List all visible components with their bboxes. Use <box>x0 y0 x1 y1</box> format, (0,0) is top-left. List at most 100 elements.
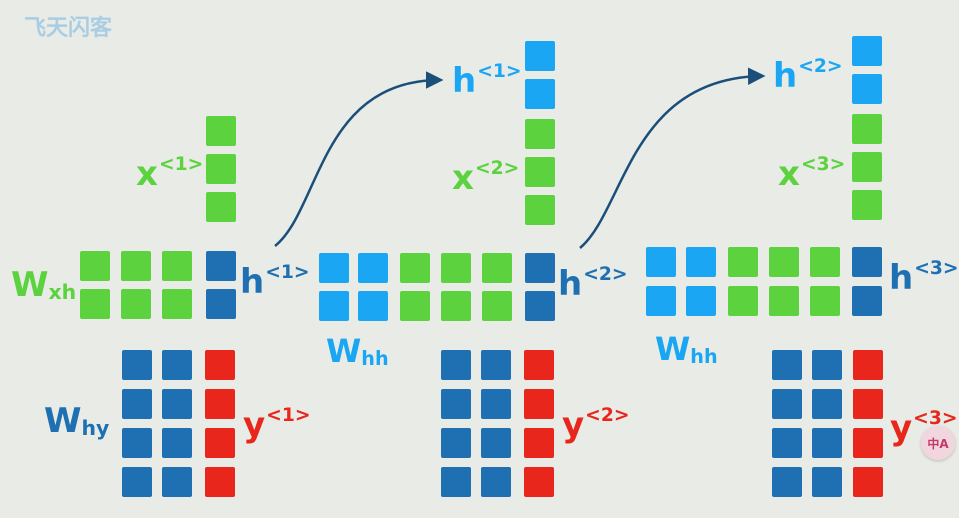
x3-cell <box>852 114 882 144</box>
x3-label: x<3> <box>778 154 846 191</box>
whh-label-sub: hh <box>361 346 389 370</box>
x2-cell <box>525 195 555 225</box>
h1-top-label-sup: <1> <box>477 61 522 82</box>
why-cell <box>162 389 192 419</box>
x1-label-main: x <box>136 153 158 194</box>
y2-cell <box>524 428 554 458</box>
y3-cell <box>853 350 883 380</box>
translate-icon[interactable]: 中A <box>921 426 955 460</box>
h3-right-label-main: h <box>889 257 914 298</box>
why-cell <box>162 467 192 497</box>
y2-cell <box>524 389 554 419</box>
h1-cell <box>206 289 236 319</box>
wxh-label-main: W <box>11 265 49 305</box>
wxh-label: Wxh <box>11 268 76 302</box>
wxh-cell <box>769 247 799 277</box>
h1-top-label-main: h <box>452 60 477 101</box>
y2-label-main: y <box>562 404 585 445</box>
watermark: 飞天闪客 <box>24 16 113 41</box>
h2-cell <box>525 291 555 321</box>
why-cell <box>122 389 152 419</box>
why-cell <box>812 350 842 380</box>
h2-input-cell <box>852 36 882 66</box>
why-label: Why <box>44 404 109 438</box>
wxh-cell <box>482 253 512 283</box>
why-cell <box>162 428 192 458</box>
y3-label-sup: <3> <box>913 408 958 429</box>
wxh-cell <box>482 291 512 321</box>
y1-label-sup: <1> <box>266 405 311 426</box>
why-cell <box>441 389 471 419</box>
x2-label: x<2> <box>452 158 520 195</box>
wxh-cell <box>121 251 151 281</box>
arrow-h1-to-next <box>274 71 444 247</box>
x3-label-sup: <3> <box>800 154 846 175</box>
wxh-cell <box>400 253 430 283</box>
x3-cell <box>852 152 882 182</box>
y1-cell <box>205 467 235 497</box>
whh-cell <box>319 253 349 283</box>
why-cell <box>441 350 471 380</box>
h1-top-label: h<1> <box>452 60 522 101</box>
x2-cell <box>525 119 555 149</box>
y3-label-main: y <box>890 407 913 448</box>
h3-right-label: h<3> <box>889 257 959 298</box>
wxh-cell <box>80 289 110 319</box>
translate-icon-text: 中A <box>927 436 949 451</box>
y1-cell <box>205 350 235 380</box>
why-cell <box>122 467 152 497</box>
why-cell <box>772 389 802 419</box>
h3-cell <box>852 286 882 316</box>
why-cell <box>772 428 802 458</box>
y1-label: y<1> <box>243 405 311 442</box>
x1-label: x<1> <box>136 153 204 194</box>
y1-cell <box>205 428 235 458</box>
whh-cell <box>358 253 388 283</box>
why-cell <box>122 350 152 380</box>
y1-cell <box>205 389 235 419</box>
why-cell <box>481 389 511 419</box>
h3-right-label-sup: <3> <box>914 258 959 279</box>
whh-label-main: W <box>326 332 362 370</box>
h2-input-cell <box>852 74 882 104</box>
y3-cell <box>853 467 883 497</box>
y2-label-sup: <2> <box>585 405 630 426</box>
h3-cell <box>852 247 882 277</box>
h2-right-label: h<2> <box>558 265 628 301</box>
x1-cell <box>206 192 236 222</box>
y3-cell <box>853 428 883 458</box>
y2-label: y<2> <box>562 404 630 445</box>
wxh-cell <box>769 286 799 316</box>
h1-right-label: h<1> <box>240 262 310 299</box>
whh-cell <box>686 247 716 277</box>
y2-cell <box>524 467 554 497</box>
wxh-cell <box>400 291 430 321</box>
whh-cell <box>646 247 676 277</box>
y3-cell <box>853 389 883 419</box>
why-cell <box>812 467 842 497</box>
why-cell <box>481 428 511 458</box>
why-cell <box>481 467 511 497</box>
why-cell <box>441 428 471 458</box>
whh-cell <box>686 286 716 316</box>
why-cell <box>812 389 842 419</box>
whh-cell <box>319 291 349 321</box>
x3-cell <box>852 190 882 220</box>
wxh-cell <box>121 289 151 319</box>
x1-cell <box>206 116 236 146</box>
x2-label-sup: <2> <box>474 158 520 179</box>
h2-top-label: h<2> <box>773 57 843 93</box>
wxh-cell <box>441 253 471 283</box>
wxh-cell <box>728 286 758 316</box>
x1-label-sup: <1> <box>158 154 204 175</box>
wxh-cell <box>810 247 840 277</box>
why-cell <box>812 428 842 458</box>
h1-cell <box>206 251 236 281</box>
whh-label-main: W <box>655 330 691 368</box>
wxh-cell <box>728 247 758 277</box>
why-cell <box>441 467 471 497</box>
wxh-cell <box>162 251 192 281</box>
x2-cell <box>525 157 555 187</box>
h1-right-label-sup: <1> <box>265 262 310 283</box>
